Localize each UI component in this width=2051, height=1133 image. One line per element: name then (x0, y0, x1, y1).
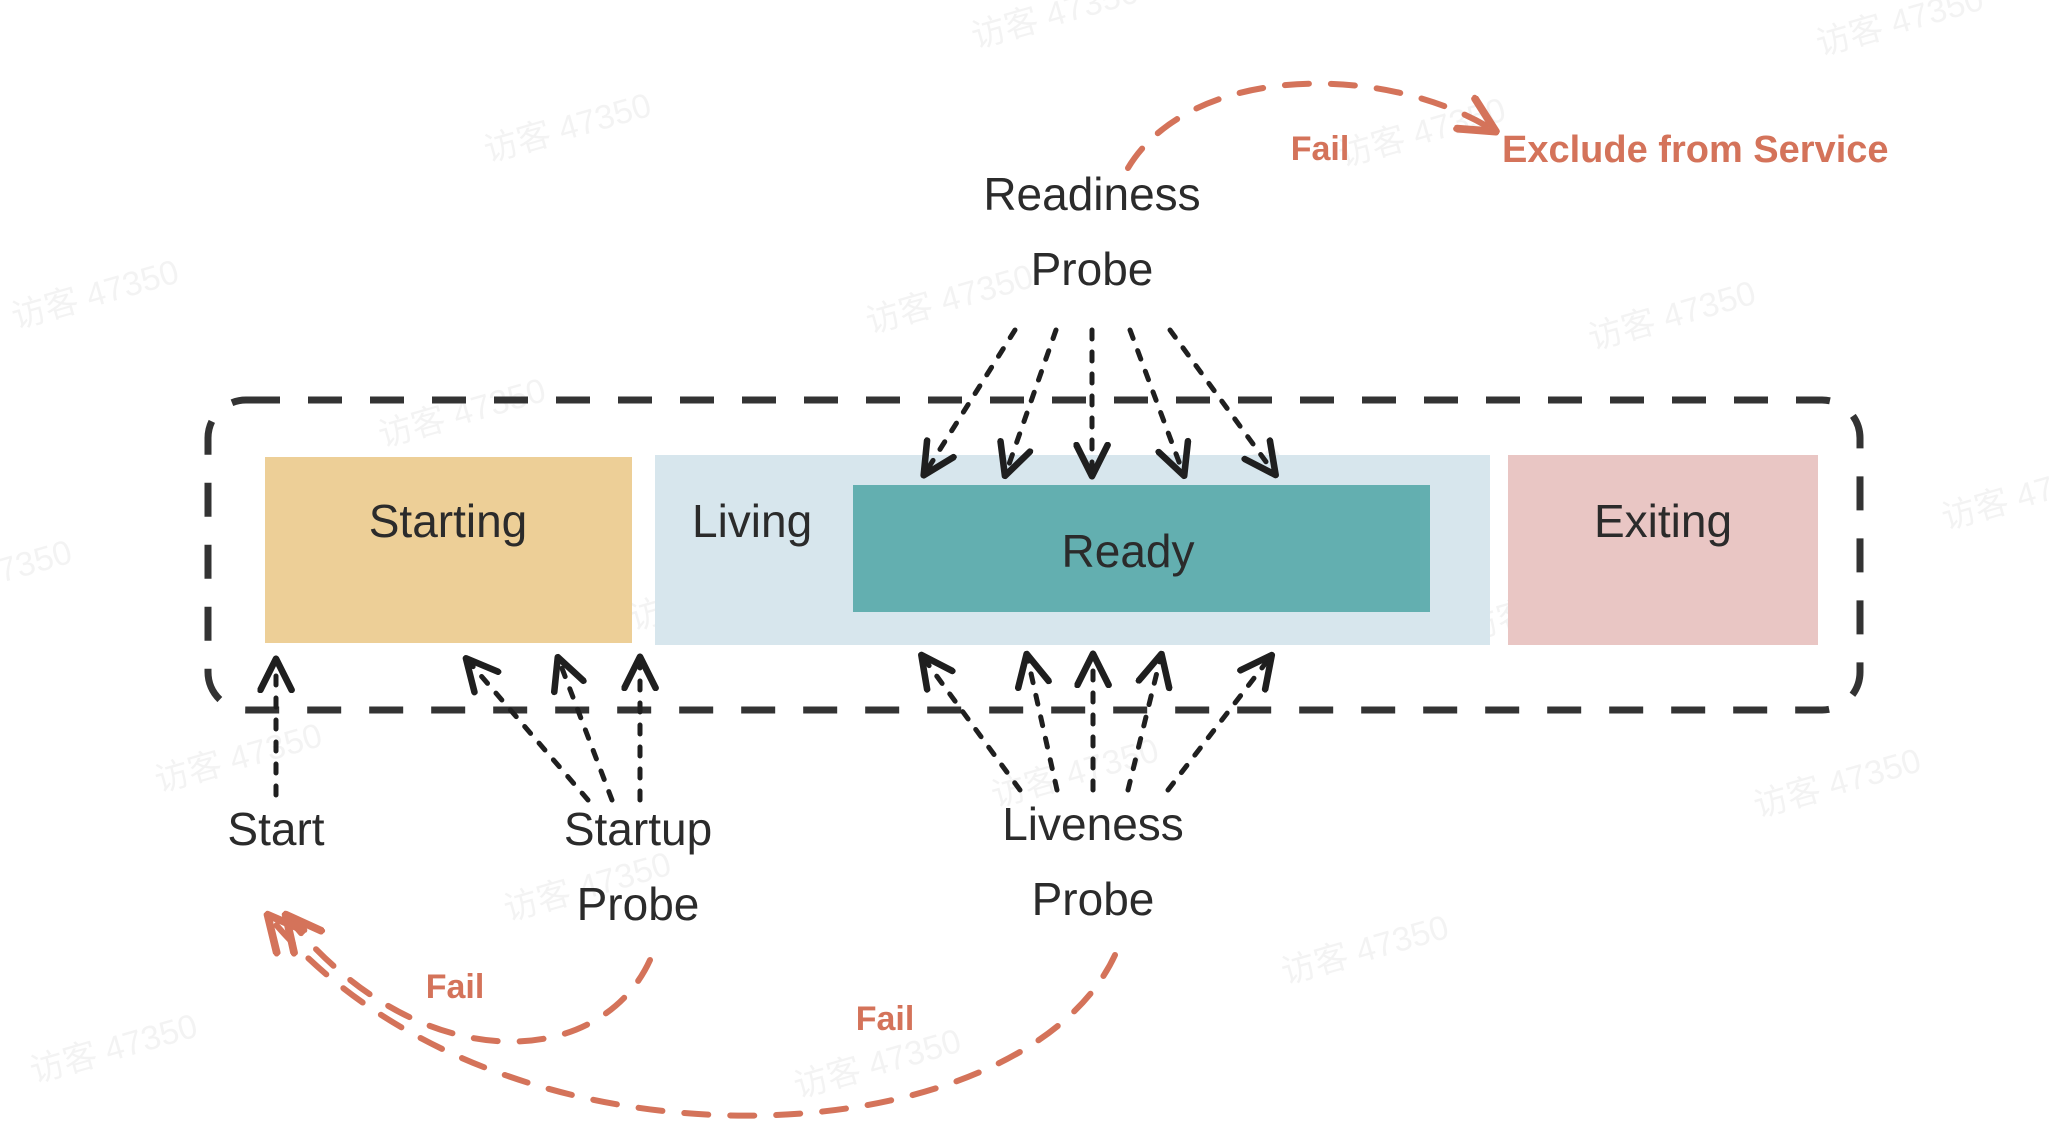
fail-curve-readiness (1125, 80, 1490, 171)
fail-label-liveness: Fail (856, 1000, 915, 1038)
watermark-text: 访客 47350 (1334, 91, 1510, 175)
readiness-arrow-5 (1167, 327, 1272, 470)
fail-label-readiness: Fail (1291, 130, 1350, 168)
state-label-living: Living (692, 495, 812, 547)
watermark-text: 访客 47350 (7, 253, 183, 337)
watermark-text: 访客 47350 (151, 716, 327, 800)
state-box-exiting: Exiting (1508, 455, 1818, 645)
watermark-text: 访客 47350 (26, 1007, 202, 1091)
probe-readiness-line2: Probe (1031, 243, 1154, 295)
state-box-starting: Starting (265, 457, 632, 643)
liveness-arrow-2 (1028, 660, 1060, 793)
probe-readiness: Readiness Probe (927, 168, 1272, 470)
fail-edge-liveness: Fail (272, 920, 1118, 1119)
state-box-ready: Ready (853, 485, 1430, 612)
liveness-arrow-5 (1165, 660, 1268, 793)
watermark-text: 访客 47350 (1277, 908, 1453, 992)
pod-container-boundary (204, 396, 1864, 714)
probe-startup: Startup Probe (470, 663, 712, 930)
probe-startup-line1: Startup (564, 803, 712, 855)
watermark-text: 访客 47350 (0, 533, 76, 617)
state-label-starting: Starting (369, 495, 528, 547)
fail-label-startup: Fail (426, 968, 485, 1006)
startup-arrow-1 (470, 663, 591, 803)
fail-edge-startup: Fail (290, 920, 653, 1045)
watermark-text: 访客 47350 (480, 86, 656, 170)
probe-startup-line2: Probe (577, 878, 700, 930)
probe-liveness: Liveness Probe (925, 660, 1268, 925)
entry-start: Start (227, 665, 325, 855)
fail-curve-startup (290, 920, 653, 1045)
watermark-text: 访客 47350 (967, 0, 1143, 56)
watermark-text: 访客 47350 (1812, 0, 1988, 64)
liveness-arrow-1 (925, 660, 1023, 793)
watermark-text: 访客 47350 (862, 257, 1038, 341)
readiness-arrow-2 (1007, 327, 1059, 470)
state-label-ready: Ready (1062, 525, 1195, 577)
probe-readiness-line1: Readiness (983, 168, 1200, 220)
fail-curve-liveness (272, 920, 1118, 1119)
watermark-text: 访客 47350 (1937, 454, 2051, 538)
watermark-text: 访客 47350 (1750, 742, 1926, 826)
probe-liveness-line2: Probe (1032, 873, 1155, 925)
liveness-arrows (925, 660, 1268, 793)
start-label: Start (227, 803, 324, 855)
readiness-arrow-4 (1127, 327, 1182, 470)
startup-arrow-2 (560, 663, 615, 803)
probe-liveness-line1: Liveness (1002, 798, 1184, 850)
readiness-arrows (927, 327, 1272, 470)
watermark-text: 访客 47350 (374, 371, 550, 455)
state-label-exiting: Exiting (1594, 495, 1732, 547)
startup-arrows (470, 663, 640, 803)
watermark-text: 访客 47350 (1584, 274, 1760, 358)
readiness-arrow-1 (927, 327, 1018, 470)
liveness-arrow-4 (1125, 660, 1160, 793)
exclude-from-service-label: Exclude from Service (1502, 129, 1889, 171)
fail-edge-readiness: Fail Exclude from Service (1125, 80, 1889, 171)
